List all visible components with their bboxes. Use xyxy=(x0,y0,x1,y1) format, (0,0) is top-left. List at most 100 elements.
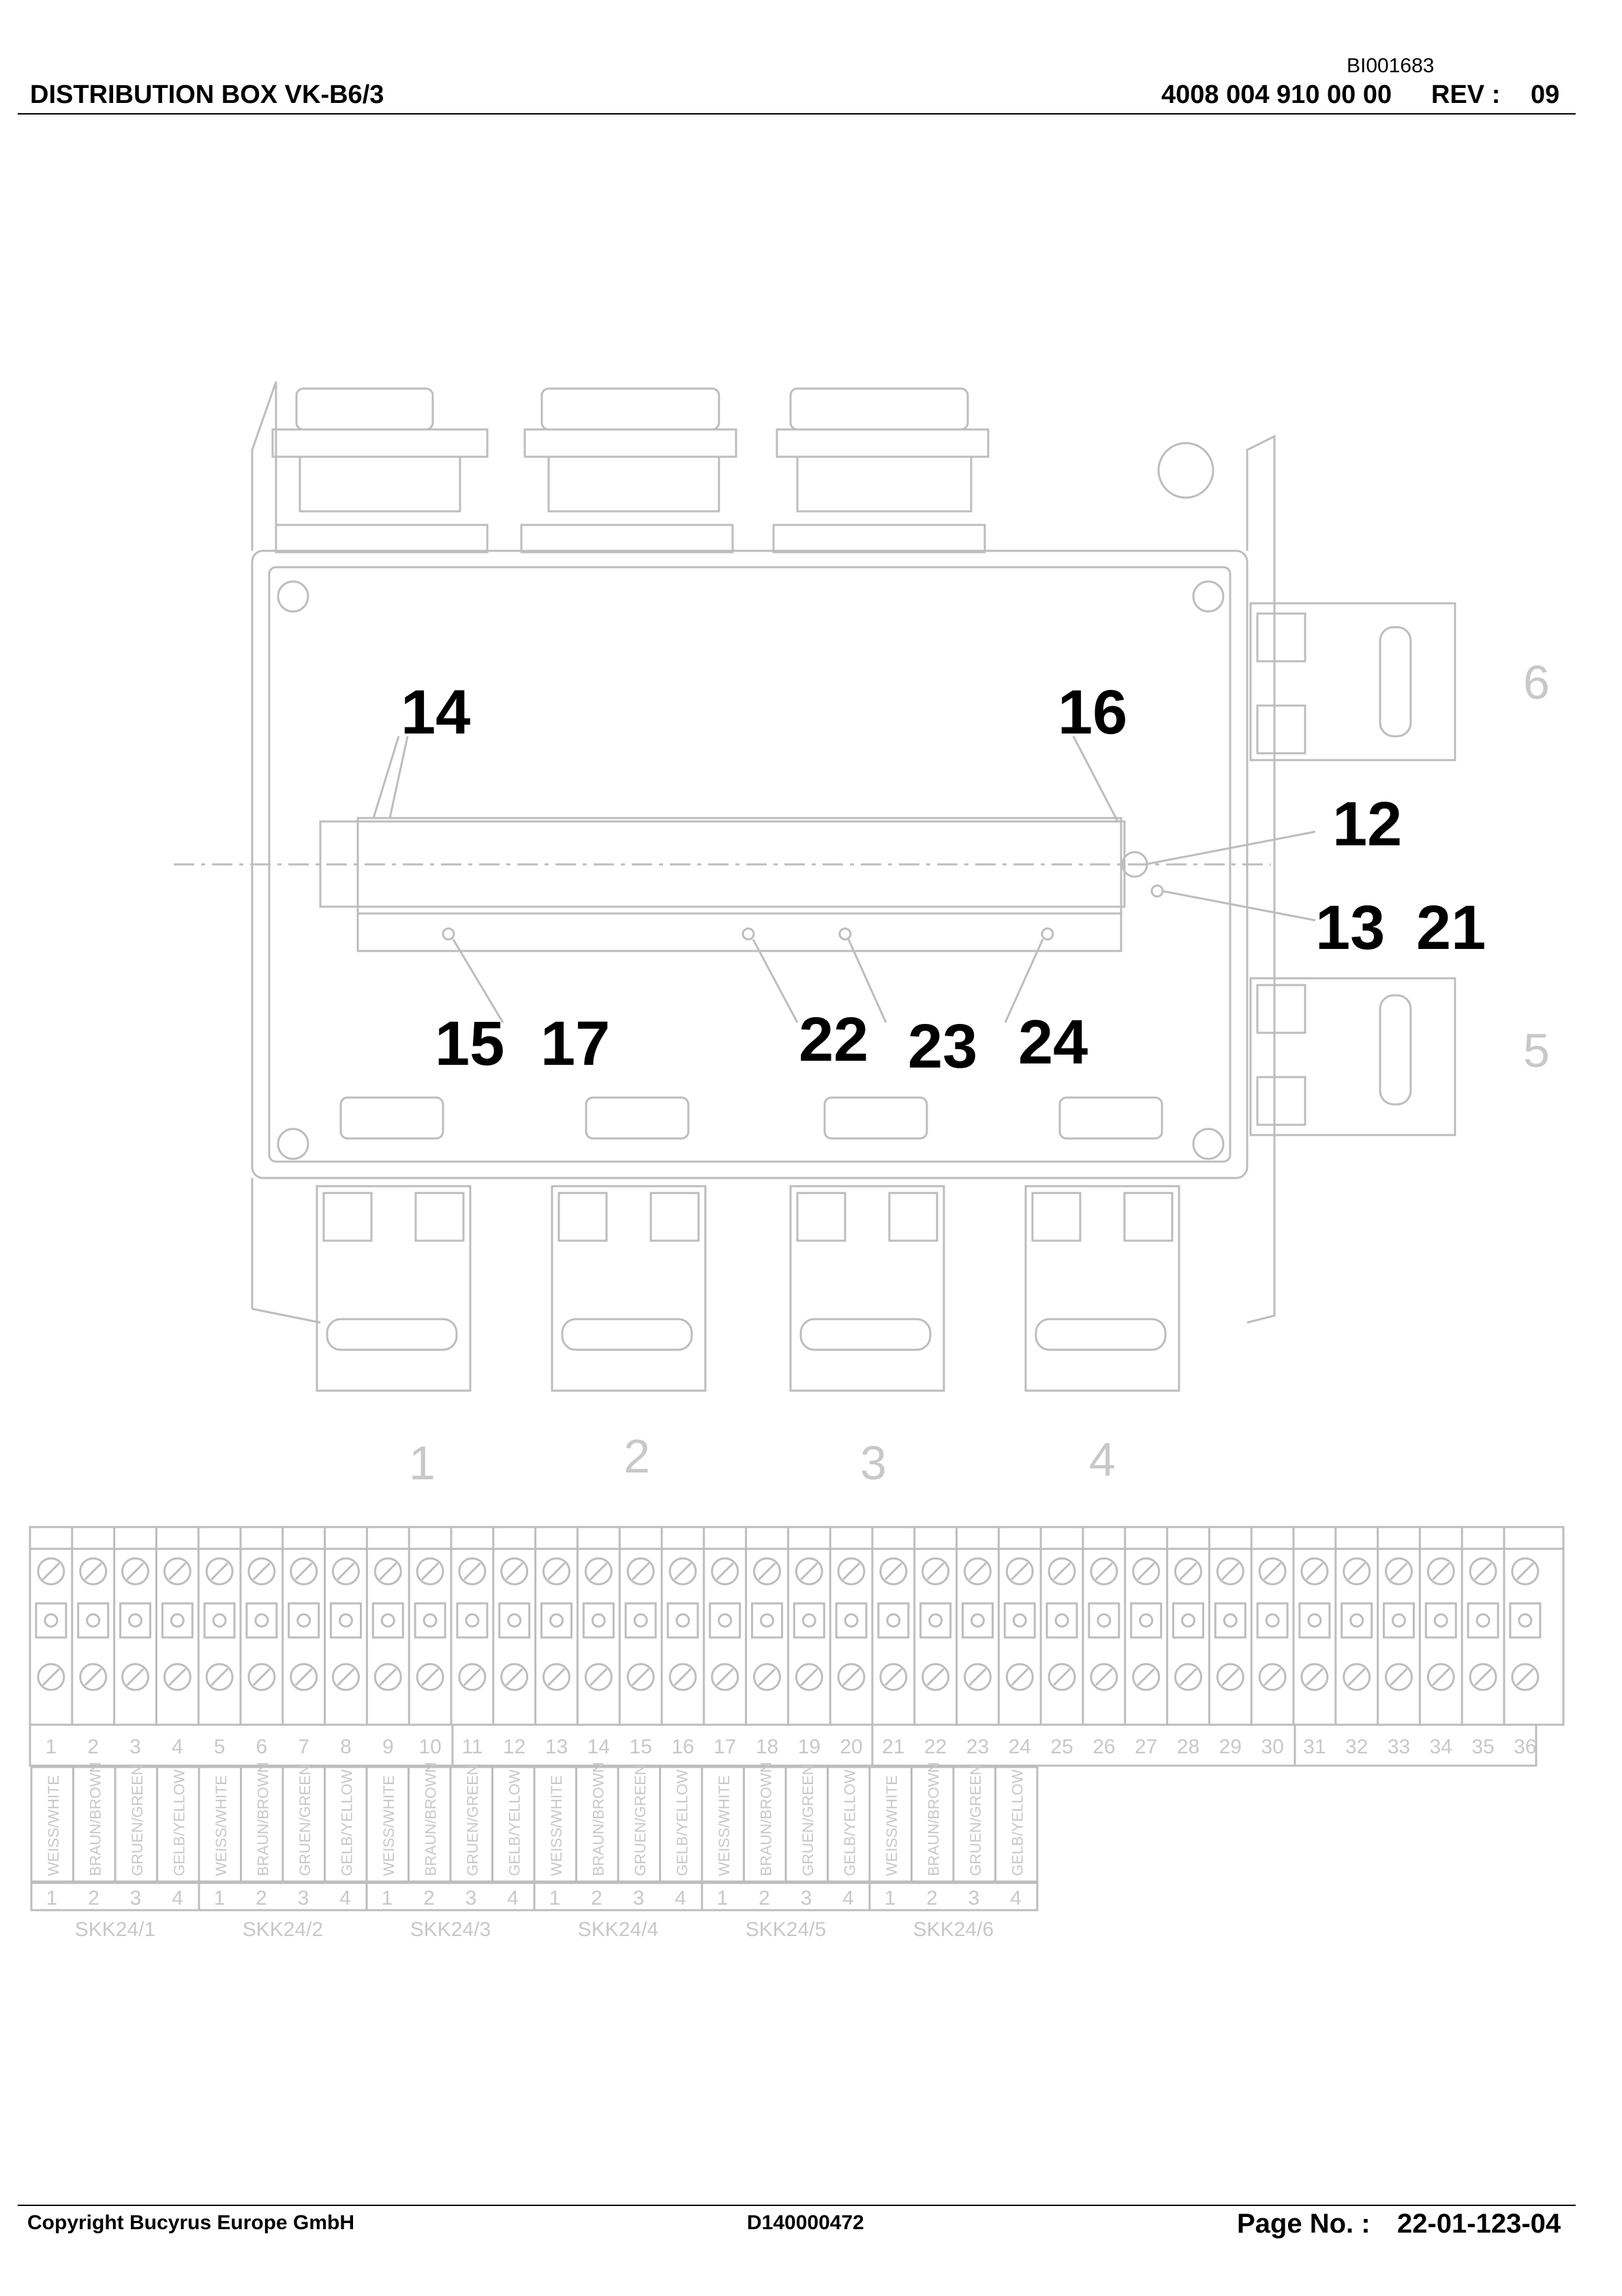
connector-group-label: SKK24/3 xyxy=(410,1918,491,1941)
terminal-number: 20 xyxy=(840,1736,862,1758)
terminal-screw-bottom xyxy=(753,1663,781,1691)
terminal-clamp xyxy=(1424,1602,1457,1639)
terminal-clamp xyxy=(877,1602,910,1639)
terminal-clamp xyxy=(1298,1602,1331,1639)
screw-slot xyxy=(1095,1562,1113,1581)
terminal-screw-top xyxy=(458,1557,487,1586)
screw-slot xyxy=(590,1562,608,1581)
terminal-clamp xyxy=(835,1602,868,1639)
terminal-clamp xyxy=(1341,1602,1373,1639)
terminal-pin xyxy=(380,1613,395,1628)
screw-slot xyxy=(505,1562,523,1581)
terminal-pin xyxy=(970,1613,985,1628)
terminal-screw-top xyxy=(79,1557,108,1586)
connector-group-label: SKK24/6 xyxy=(913,1918,994,1941)
terminal-screw-bottom xyxy=(1090,1663,1118,1691)
terminal-screw-top xyxy=(290,1557,318,1586)
terminal-number: 16 xyxy=(671,1736,694,1758)
terminal-screw-bottom xyxy=(458,1663,487,1691)
callout-15: 15 xyxy=(435,1009,504,1078)
terminal-pin xyxy=(801,1613,816,1628)
terminal-number: 22 xyxy=(924,1736,947,1758)
terminal-screw-top xyxy=(626,1557,655,1586)
terminal-pin xyxy=(886,1613,901,1628)
screw-slot xyxy=(590,1667,608,1687)
terminal-clamp xyxy=(414,1602,446,1639)
pin-number: 2 xyxy=(423,1887,435,1909)
terminal-number: 9 xyxy=(382,1736,394,1758)
screw-slot xyxy=(673,1562,692,1581)
terminal-screw-bottom xyxy=(669,1663,697,1691)
terminal-number: 17 xyxy=(714,1736,736,1758)
screw-slot xyxy=(1347,1667,1366,1687)
wire-color-label: BRAUN/BROWN xyxy=(87,1762,104,1876)
wire-color-label: GELB/YELLOW xyxy=(339,1769,356,1876)
terminal-screw-top xyxy=(542,1557,570,1586)
terminal-pin xyxy=(1518,1613,1533,1628)
terminal-clamp xyxy=(1467,1602,1499,1639)
callout-13: 13 xyxy=(1315,893,1385,963)
terminal-number: 34 xyxy=(1430,1736,1452,1758)
wire-color-label: GELB/YELLOW xyxy=(1009,1769,1026,1876)
pin-number: 1 xyxy=(382,1887,393,1909)
screw-slot xyxy=(547,1562,566,1581)
terminal-pin xyxy=(339,1613,353,1628)
screw-slot xyxy=(1432,1562,1450,1581)
terminal-number: 12 xyxy=(503,1736,525,1758)
terminal-screw-top xyxy=(205,1557,234,1586)
screw-slot xyxy=(294,1667,313,1687)
terminal-screw-bottom xyxy=(205,1663,234,1691)
wire-color-label: WEISS/WHITE xyxy=(716,1775,733,1876)
terminal-clamp xyxy=(161,1602,194,1639)
page-label: Page No. : xyxy=(1237,2209,1371,2239)
terminal-clamp xyxy=(330,1602,362,1639)
terminal-screw-top xyxy=(1511,1557,1540,1586)
screw-slot xyxy=(337,1667,355,1687)
screw-slot xyxy=(1011,1562,1029,1581)
terminal-pin xyxy=(423,1613,438,1628)
terminal-screw-bottom xyxy=(247,1663,276,1691)
screw-slot xyxy=(758,1667,776,1687)
terminal-screw-bottom xyxy=(163,1663,192,1691)
terminal-pin xyxy=(1097,1613,1112,1628)
terminal-screw-bottom xyxy=(1132,1663,1161,1691)
terminal-number: 8 xyxy=(340,1736,352,1758)
connector-group-label: SKK24/5 xyxy=(746,1918,826,1941)
terminal-pin xyxy=(296,1613,311,1628)
callout-16: 16 xyxy=(1058,678,1127,747)
screw-slot xyxy=(1432,1667,1450,1687)
screw-slot xyxy=(632,1667,650,1687)
terminal-screw-bottom xyxy=(626,1663,655,1691)
screw-slot xyxy=(1264,1562,1282,1581)
terminal-screw-bottom xyxy=(837,1663,866,1691)
revision-value: 09 xyxy=(1531,80,1560,109)
terminal-number: 24 xyxy=(1009,1736,1031,1758)
revision-label: REV : xyxy=(1431,80,1501,109)
terminal-number: 3 xyxy=(129,1736,141,1758)
drawing-number: D140000472 xyxy=(747,2211,864,2234)
terminal-screw-bottom xyxy=(964,1663,992,1691)
terminal-screw-top xyxy=(1258,1557,1287,1586)
terminal-number: 18 xyxy=(756,1736,778,1758)
terminal-number: 1 xyxy=(46,1736,57,1758)
terminal-number: 6 xyxy=(256,1736,268,1758)
terminal-screw-top xyxy=(879,1557,908,1586)
screw-slot xyxy=(379,1562,397,1581)
terminal-clamp xyxy=(1045,1602,1078,1639)
terminal-number: 35 xyxy=(1471,1736,1494,1758)
callout-14: 14 xyxy=(401,678,470,747)
screw-slot xyxy=(1179,1667,1197,1687)
screw-slot xyxy=(84,1562,102,1581)
screw-slot xyxy=(632,1562,650,1581)
terminal-screw-top xyxy=(795,1557,823,1586)
screw-slot xyxy=(673,1667,692,1687)
terminal-clamp xyxy=(1172,1602,1204,1639)
screw-slot xyxy=(379,1667,397,1687)
callout-17: 17 xyxy=(540,1009,610,1078)
terminal-screw-top xyxy=(669,1557,697,1586)
terminal-clamp xyxy=(1130,1602,1163,1639)
callout-22: 22 xyxy=(799,1005,868,1074)
pin-number: 3 xyxy=(130,1887,142,1909)
pin-number: 4 xyxy=(339,1887,351,1909)
